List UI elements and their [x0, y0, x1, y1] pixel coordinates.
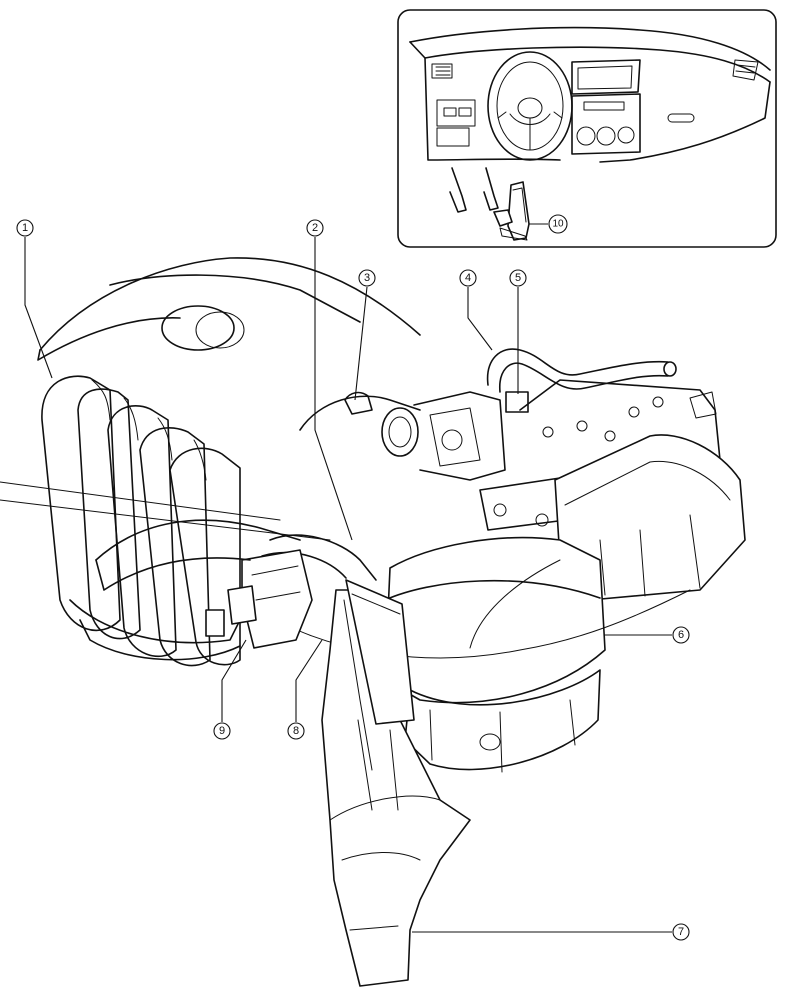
callout-4-label: 4: [465, 272, 471, 284]
callout-1-label: 1: [22, 222, 28, 234]
callout-9-label: 9: [219, 725, 225, 737]
callout-8-label: 8: [293, 725, 299, 737]
callout-6-label: 6: [678, 629, 684, 641]
sensor-bracket: [95, 519, 313, 649]
callout-4: 4: [459, 269, 477, 287]
callout-5: 5: [509, 269, 527, 287]
callout-2-label: 2: [312, 222, 318, 234]
air-cleaner-case: [259, 536, 691, 773]
callout-8: 8: [287, 722, 305, 740]
callout-10-label: 10: [552, 219, 564, 230]
callout-7: 7: [672, 923, 690, 941]
dashboard-inset: [397, 9, 777, 248]
callout-10: 10: [548, 214, 568, 234]
callout-5-label: 5: [515, 272, 521, 284]
callout-7-label: 7: [678, 926, 684, 938]
callout-9: 9: [213, 722, 231, 740]
leader-lines: [24, 223, 672, 933]
callout-1: 1: [16, 219, 34, 237]
callout-3: 3: [358, 269, 376, 287]
fresh-air-duct: [261, 534, 471, 987]
callout-3-label: 3: [364, 272, 370, 284]
accelerator-pedal-icon: [493, 181, 530, 241]
throttle-body: [299, 348, 677, 531]
callout-6: 6: [672, 626, 690, 644]
inset-frame: [397, 9, 777, 248]
callout-2: 2: [306, 219, 324, 237]
engine-block-right: [519, 379, 746, 601]
